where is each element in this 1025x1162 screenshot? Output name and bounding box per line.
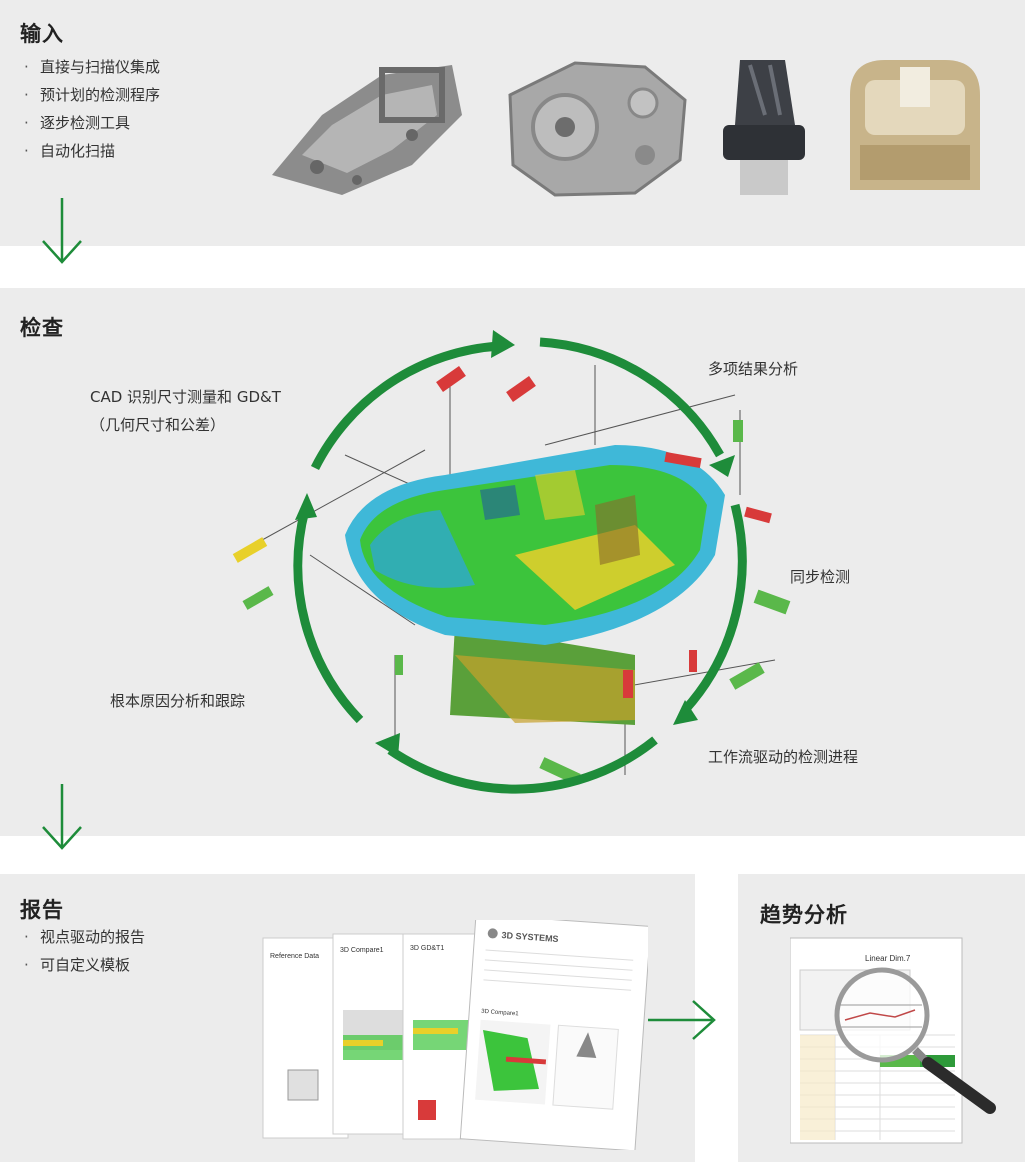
cycle-arrows [293, 337, 747, 794]
label-workflow: 工作流驱动的检测进程 [708, 748, 859, 766]
arrow-down-icon [42, 198, 82, 264]
arrow-right-icon [648, 1000, 716, 1040]
measurement-tags [232, 366, 791, 785]
trend-chart-title: Linear Dim.7 [865, 954, 911, 963]
list-item: ·自动化扫描 [24, 142, 116, 160]
part-photo-housing [508, 61, 687, 197]
trend-title: 趋势分析 [760, 903, 848, 927]
doc4-brand: 3D SYSTEMS [501, 930, 559, 944]
report-documents: Reference Data 3D Compare1 3D GD&T1 3D S… [262, 920, 648, 1150]
label-root-cause: 根本原因分析和跟踪 [110, 692, 246, 710]
doc1-title: Reference Data [270, 953, 319, 960]
doc4-sub: 3D Compare1 [481, 1009, 519, 1018]
list-item: ·可自定义模板 [24, 956, 131, 974]
label-cad-line1: CAD 识别尺寸测量和 GD&T [90, 388, 281, 406]
list-item: ·预计划的检测程序 [24, 86, 161, 104]
part-photo-frame [272, 65, 462, 195]
doc3-title: 3D GD&T1 [410, 945, 444, 952]
report-doc-4: 3D SYSTEMS 3D Compare1 [459, 920, 648, 1150]
input-title: 输入 [20, 22, 64, 46]
inspection-cycle-diagram [232, 330, 791, 794]
list-item: ·逐步检测工具 [24, 114, 131, 132]
cycle-arrowheads [295, 330, 735, 757]
list-item: ·直接与扫描仪集成 [24, 58, 161, 76]
report-title: 报告 [20, 898, 64, 922]
label-cad-line2: （几何尺寸和公差） [90, 416, 226, 434]
scanned-part [345, 445, 725, 725]
label-sync-inspect: 同步检测 [790, 568, 851, 586]
part-photo-tray [850, 60, 980, 190]
doc2-title: 3D Compare1 [340, 947, 384, 954]
label-multi-result: 多项结果分析 [708, 360, 799, 378]
input-bullets: ·直接与扫描仪集成 ·预计划的检测程序 ·逐步检测工具 ·自动化扫描 [24, 53, 160, 165]
arrow-down-icon [42, 784, 82, 850]
trend-report-graphic: Linear Dim.7 [790, 937, 996, 1144]
inspect-title: 检查 [20, 316, 64, 340]
part-photo-cutter [723, 60, 805, 195]
list-item: ·视点驱动的报告 [24, 928, 146, 946]
magnifier-icon [834, 967, 996, 1114]
report-bullets: ·视点驱动的报告 ·可自定义模板 [24, 923, 145, 979]
